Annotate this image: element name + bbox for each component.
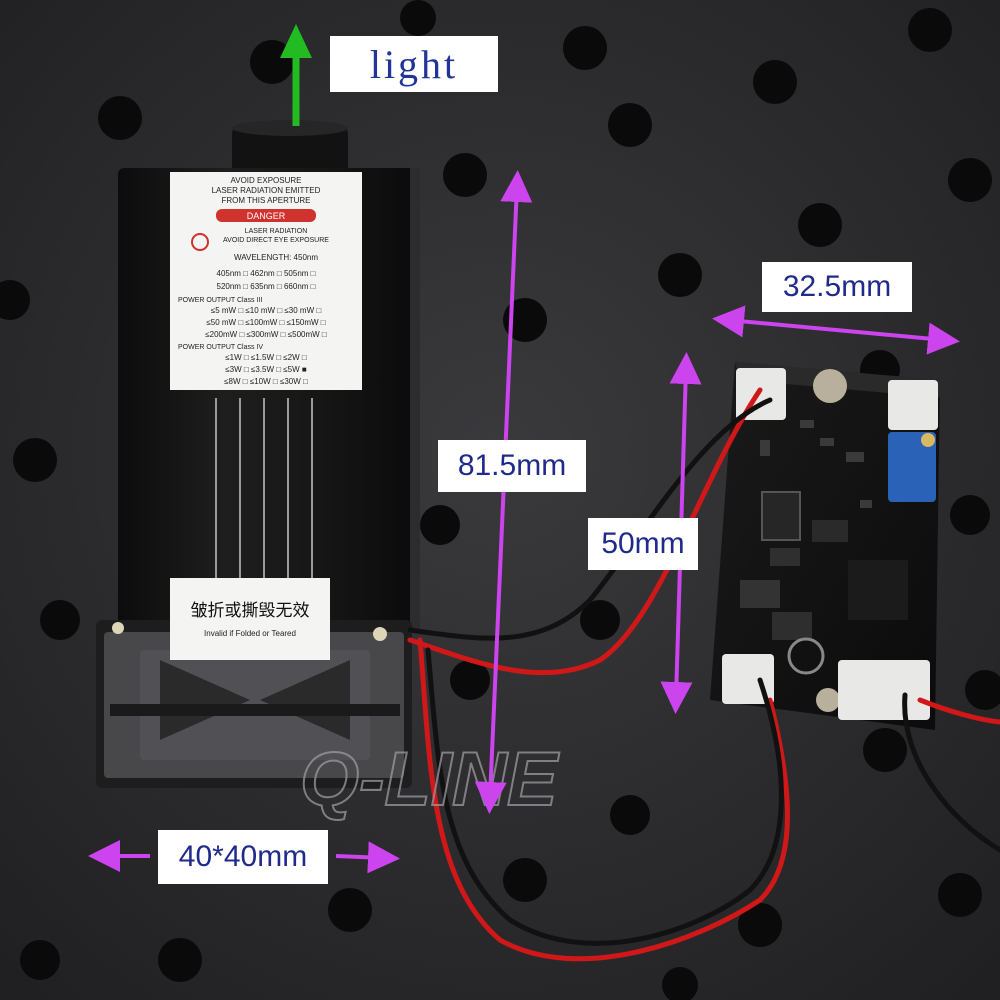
sticker-class-3: POWER OUTPUT Class III (178, 297, 262, 304)
radiation-star-icon (191, 233, 209, 251)
wire-black-output (425, 647, 784, 946)
wire-red-output (417, 637, 790, 962)
arrow-height-laser (474, 170, 533, 814)
light-arrow (280, 24, 312, 126)
sticker-line-2: LASER RADIATION EMITTED (212, 186, 321, 195)
sticker-wavelength: WAVELENGTH: 450nm (234, 253, 318, 262)
inductor (761, 491, 801, 541)
arrow-fan-right (335, 841, 400, 874)
sticker-line-4: LASER RADIATION (245, 228, 308, 235)
sticker-power-2: ≤50 mW □ ≤100mW □ ≤150mW □ (206, 318, 325, 327)
danger-banner (216, 209, 316, 222)
laser-height-label: 81.5mm (438, 440, 586, 492)
brand-watermark: Q-LINE (300, 737, 560, 822)
sticker-class-4: POWER OUTPUT Class IV (178, 344, 263, 351)
sticker-line-3: FROM THIS APERTURE (221, 196, 310, 205)
sticker-line-1: AVOID EXPOSURE (231, 176, 302, 185)
wire-red-power (917, 697, 1000, 725)
danger-text: DANGER (247, 211, 286, 221)
connector-bottom-left (722, 654, 774, 704)
warning-sticker: AVOID EXPOSURE LASER RADIATION EMITTED F… (170, 172, 362, 390)
potentiometer (888, 432, 936, 502)
sticker-line-5: AVOID DIRECT EYE EXPOSURE (223, 237, 329, 244)
sticker-power-1: ≤5 mW □ ≤10 mW □ ≤30 mW □ (211, 306, 322, 315)
sticker-power-4: ≤1W □ ≤1.5W □ ≤2W □ (225, 353, 307, 362)
electrolytic-capacitor (787, 637, 825, 675)
fan-size-label: 40*40mm (158, 830, 328, 884)
void-sticker-chinese: 皱折或撕毁无效 (191, 601, 310, 621)
cooling-fan (96, 620, 412, 788)
void-sticker-english: Invalid if Folded or Teared (204, 629, 296, 638)
cables (407, 387, 1000, 962)
capacitor-top (813, 369, 847, 403)
arrow-width-driver (712, 305, 960, 355)
sticker-power-6: ≤8W □ ≤10W □ ≤30W □ (224, 377, 308, 386)
connector-bottom-right (838, 660, 930, 720)
sticker-power-5: ≤3W □ ≤3.5W □ ≤5W ■ (225, 365, 307, 374)
void-sticker: 皱折或撕毁无效 Invalid if Folded or Teared (170, 578, 330, 660)
wire-black-power (902, 692, 1000, 853)
sticker-power-3: ≤200mW □ ≤300mW □ ≤500mW □ (205, 330, 327, 339)
driver-board (710, 362, 945, 730)
light-label: light (330, 36, 498, 92)
driver-height-label: 50mm (588, 518, 698, 570)
connector-top-right (888, 380, 938, 430)
driver-width-label: 32.5mm (762, 262, 912, 312)
sticker-row-2: 520nm □ 635nm □ 660nm □ (217, 282, 316, 291)
heatsink-slots (215, 398, 313, 588)
sticker-row-1: 405nm □ 462nm □ 505nm □ (217, 269, 316, 278)
